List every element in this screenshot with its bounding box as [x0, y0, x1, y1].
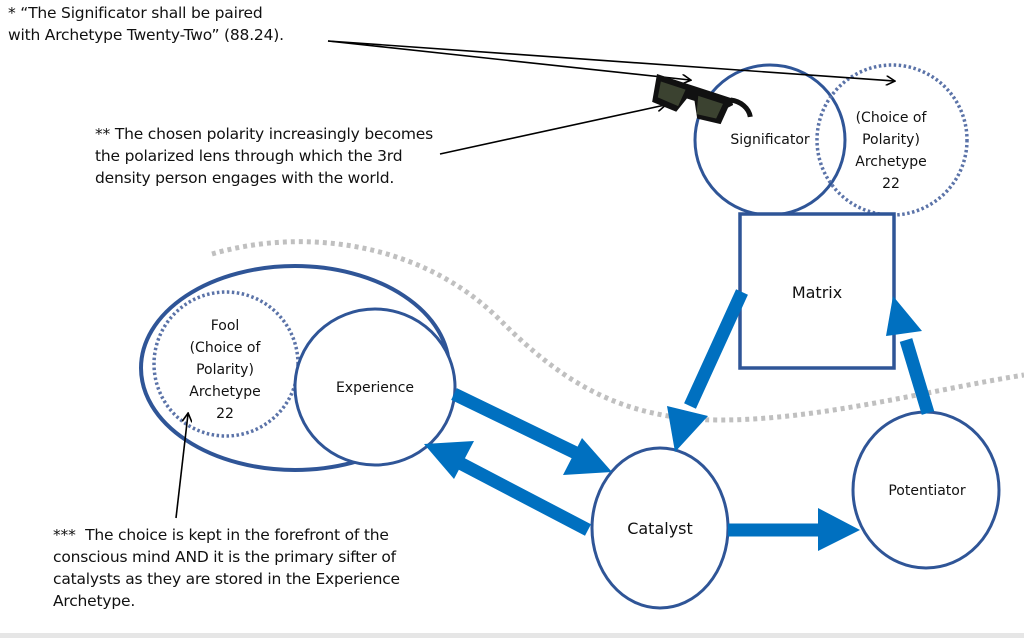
significator-label: Significator: [730, 132, 810, 148]
polarity-node-top[interactable]: [815, 63, 969, 217]
arrow-potentiator-to-matrix: [886, 296, 935, 415]
experience-node[interactable]: [293, 307, 457, 467]
potentiator-label: Potentiator: [888, 483, 966, 499]
sunglasses-icon: [652, 74, 753, 125]
note1-pointer-main: [327, 40, 894, 81]
footer-strip: [0, 633, 1024, 638]
note3-pointer: [175, 414, 188, 519]
matrix-label: Matrix: [791, 283, 843, 302]
arrow-matrix-to-catalyst: [667, 289, 748, 452]
arrow-catalyst-to-potentiator: [728, 508, 860, 551]
arrow-experience-to-catalyst: [451, 388, 612, 475]
note-significator-quote: * “The Significator shall be paired with…: [8, 4, 284, 44]
note1-pointer: [327, 40, 690, 80]
arrow-catalyst-to-experience: [424, 441, 592, 536]
experience-label: Experience: [335, 380, 415, 396]
boundary-dotted-curve: [211, 239, 1024, 423]
note2-pointer: [439, 105, 665, 155]
note-choice-sifter: *** The choice is kept in the forefront …: [53, 526, 400, 610]
fool-label: Fool (Choice of Polarity) Archetype 22: [189, 318, 261, 422]
polarity-top-label: (Choice of Polarity) Archetype 22: [855, 110, 927, 192]
note-polarized-lens: ** The chosen polarity increasingly beco…: [95, 125, 434, 187]
matrix-node[interactable]: [738, 212, 896, 370]
catalyst-label: Catalyst: [627, 519, 693, 538]
